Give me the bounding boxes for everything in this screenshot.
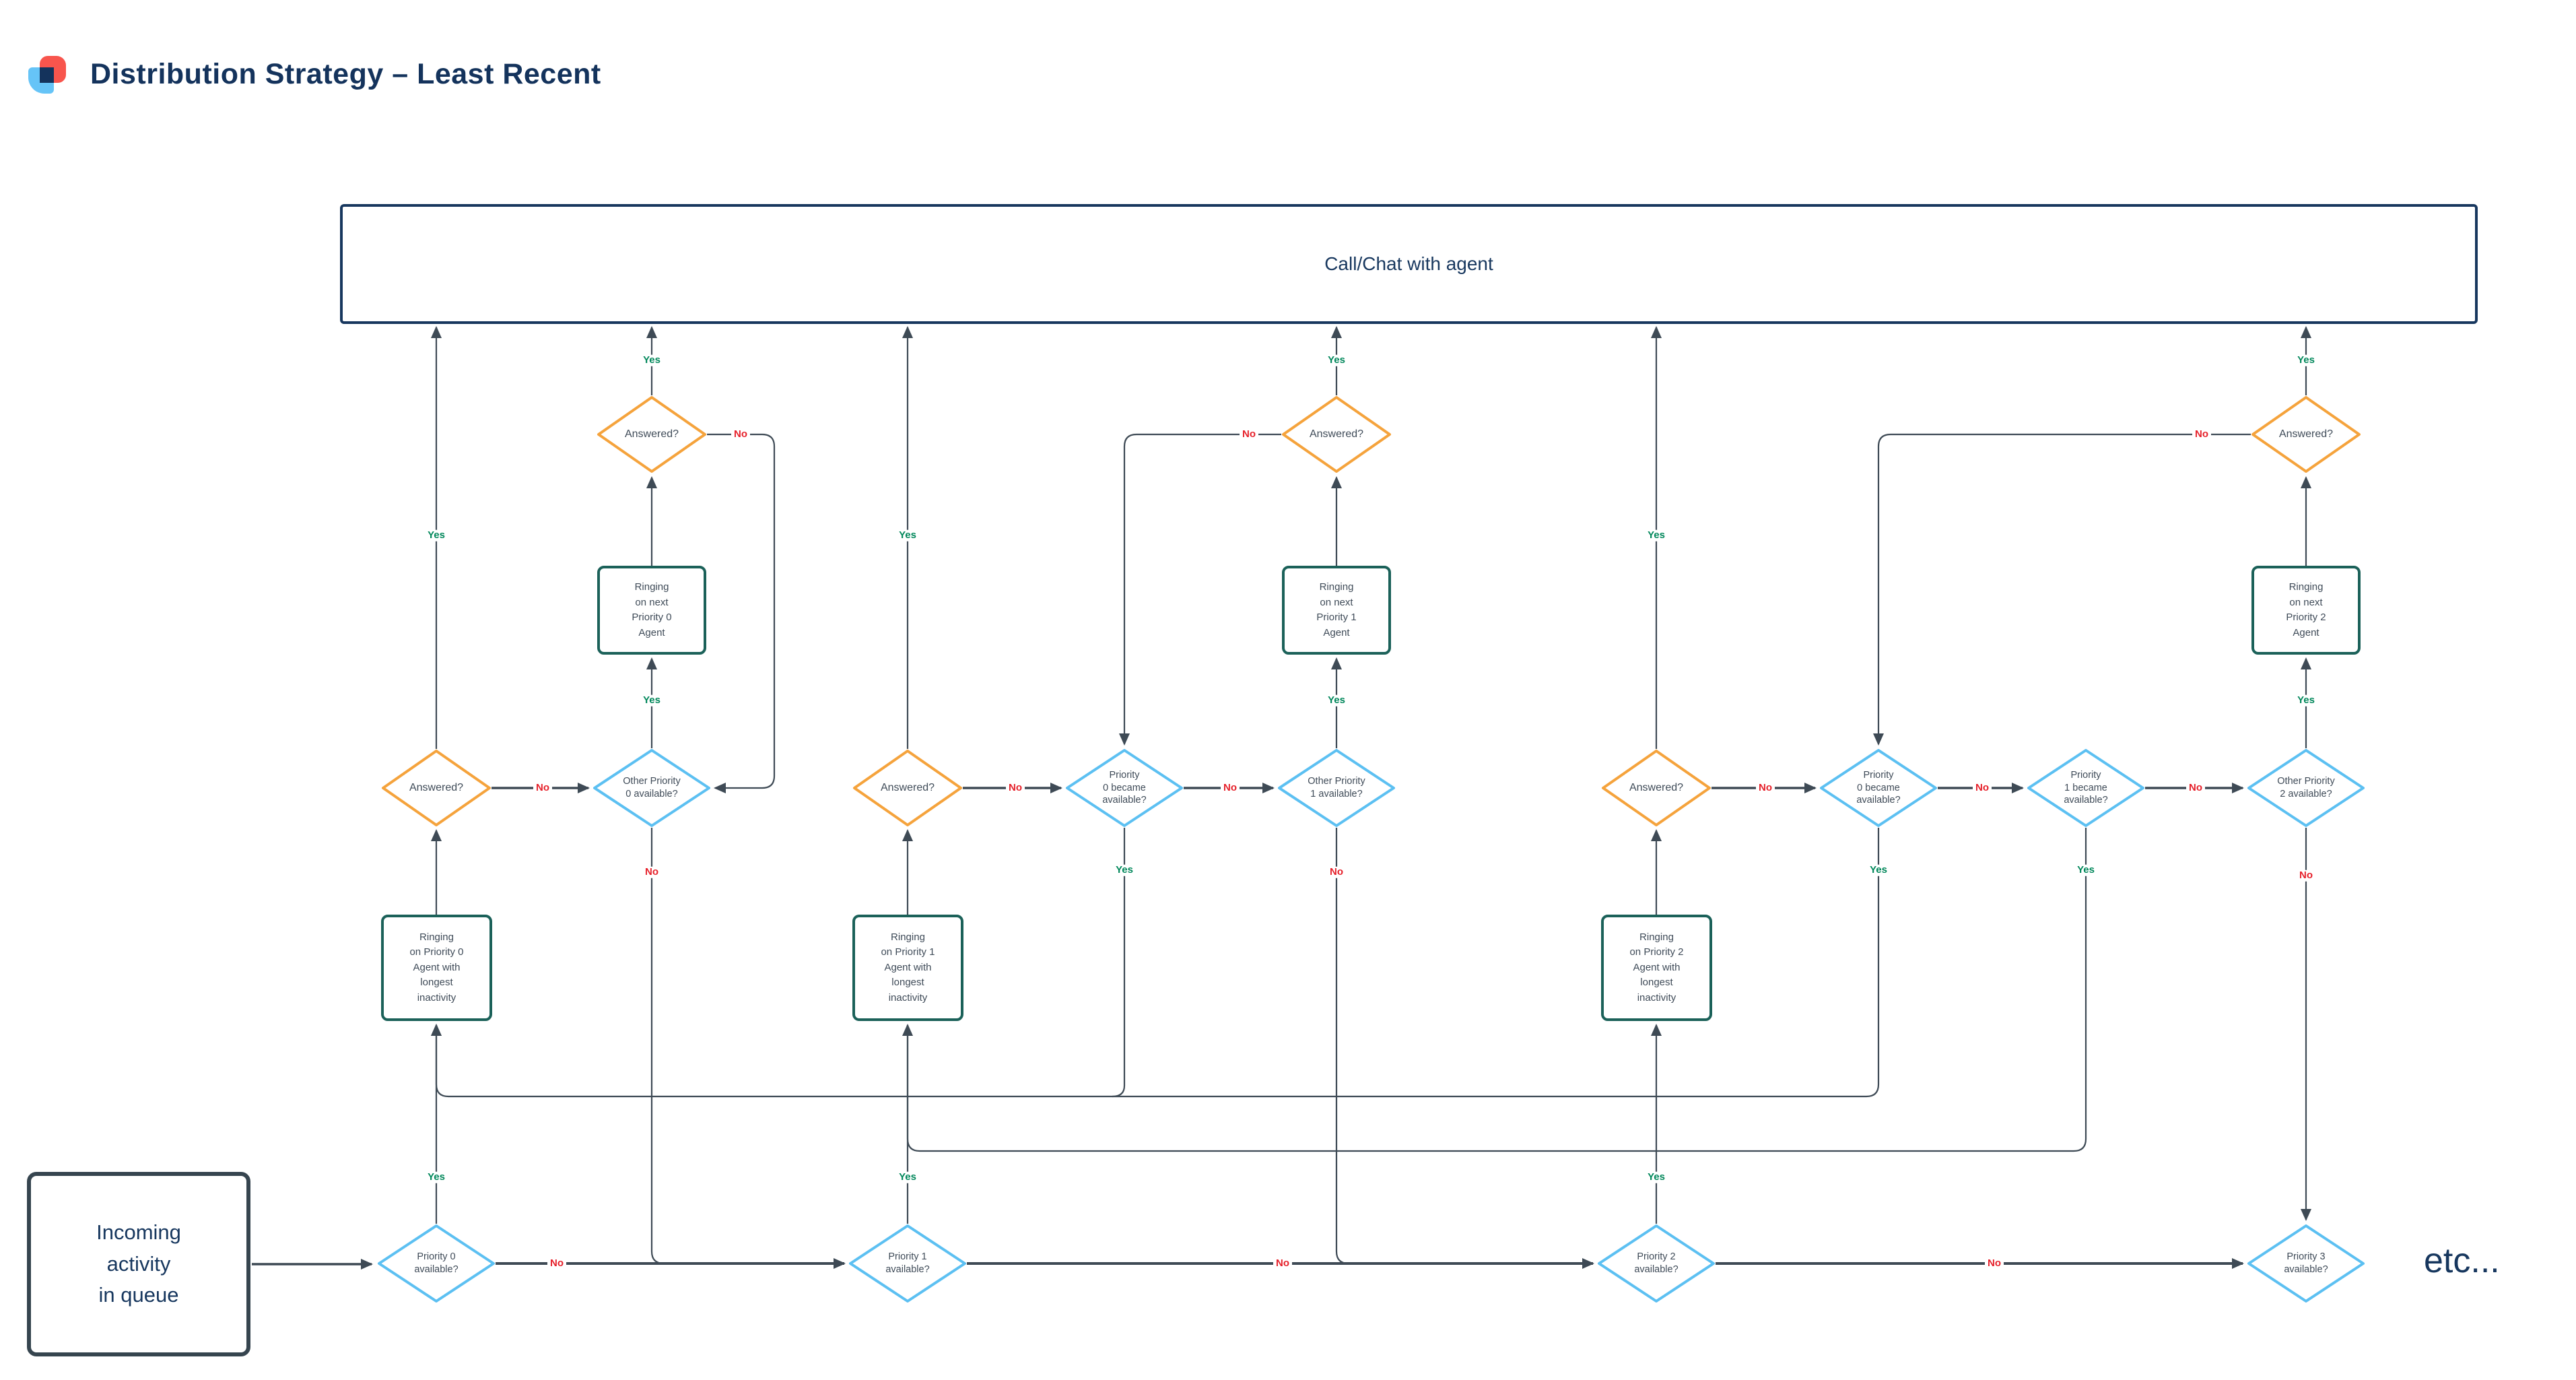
wire-answered-e-no-loop xyxy=(1119,433,1281,746)
edge-label-no: No xyxy=(731,428,750,440)
edge-label-no: No xyxy=(1240,428,1258,440)
edge-label-yes: Yes xyxy=(1325,694,1348,707)
edge-label-no: No xyxy=(1273,1257,1292,1270)
edge-label-no: No xyxy=(1221,782,1240,794)
decision-other-priority-0-available: Other Priority 0 available? xyxy=(592,748,711,828)
decision-priority-1-available: Priority 1 available? xyxy=(848,1224,967,1303)
ringing-next-priority-1-box: Ringing on next Priority 1 Agent xyxy=(1282,566,1391,655)
wire-otherp0-no-down xyxy=(650,828,665,1265)
call-chat-label: Call/Chat with agent xyxy=(1324,253,1493,274)
edge-label-yes: Yes xyxy=(1325,354,1348,366)
decision-priority-1-became-available: Priority 1 became available? xyxy=(2027,748,2145,828)
wire-answered-b-no-loop xyxy=(707,433,776,793)
edge-label-no: No xyxy=(2297,869,2315,882)
page-title: Distribution Strategy – Least Recent xyxy=(90,58,601,90)
incoming-activity-label: Incoming activity in queue xyxy=(96,1220,181,1307)
edge-label-no: No xyxy=(1006,782,1025,794)
decision-answered-mid-2: Answered? xyxy=(1601,749,1711,827)
edge-label-yes: Yes xyxy=(896,529,919,541)
edge-label-yes: Yes xyxy=(425,529,448,541)
incoming-activity-box: Incoming activity in queue xyxy=(27,1172,250,1356)
edge-label-yes: Yes xyxy=(2074,864,2097,876)
ringing-longest-priority-0-box: Ringing on Priority 0 Agent with longest… xyxy=(381,915,492,1021)
edge-label-yes: Yes xyxy=(2295,354,2317,366)
edge-label-no: No xyxy=(1756,782,1775,794)
decision-other-priority-1-available: Other Priority 1 available? xyxy=(1277,748,1396,828)
wire-bus1-p1-became xyxy=(906,828,2087,1152)
brand-logo-icon xyxy=(28,56,67,94)
wire-d-yes-merge xyxy=(1112,828,1126,1098)
edge-label-yes: Yes xyxy=(425,1171,448,1183)
decision-priority-0-available: Priority 0 available? xyxy=(377,1224,496,1303)
edge-label-no: No xyxy=(1327,866,1346,878)
decision-answered-top-1: Answered? xyxy=(1281,395,1392,473)
edge-label-yes: Yes xyxy=(640,694,663,707)
edge-label-yes: Yes xyxy=(896,1171,919,1183)
wire-bus0-p0-became xyxy=(431,828,1880,1098)
logo-navy-shape xyxy=(40,67,54,83)
decision-answered-mid-0: Answered? xyxy=(381,749,492,827)
decision-priority-3-available: Priority 3 available? xyxy=(2247,1224,2365,1303)
wire-answered-i-no-loop xyxy=(1873,433,2251,746)
ringing-next-priority-0-box: Ringing on next Priority 0 Agent xyxy=(597,566,706,655)
edge-label-no: No xyxy=(642,866,661,878)
etc-text: etc... xyxy=(2424,1241,2500,1280)
edge-label-no: No xyxy=(1985,1257,2004,1270)
decision-priority-0-became-available-g3: Priority 0 became available? xyxy=(1819,748,1938,828)
ringing-longest-priority-1-box: Ringing on Priority 1 Agent with longest… xyxy=(852,915,963,1021)
edge-label-no: No xyxy=(2192,428,2211,440)
decision-priority-2-available: Priority 2 available? xyxy=(1597,1224,1716,1303)
edge-label-yes: Yes xyxy=(1645,529,1668,541)
edge-label-no: No xyxy=(2186,782,2205,794)
edge-label-no: No xyxy=(533,782,552,794)
edge-label-yes: Yes xyxy=(1113,864,1136,876)
ringing-longest-priority-2-box: Ringing on Priority 2 Agent with longest… xyxy=(1601,915,1712,1021)
call-chat-with-agent-box: Call/Chat with agent xyxy=(340,204,2478,324)
edge-label-yes: Yes xyxy=(640,354,663,366)
edge-label-no: No xyxy=(1973,782,1992,794)
wire-otherp1-no-down xyxy=(1335,828,1349,1265)
decision-other-priority-2-available: Other Priority 2 available? xyxy=(2247,748,2365,828)
decision-answered-top-0: Answered? xyxy=(597,395,707,473)
decision-priority-0-became-available-g2: Priority 0 became available? xyxy=(1065,748,1184,828)
edge-label-yes: Yes xyxy=(1645,1171,1668,1183)
edge-label-yes: Yes xyxy=(2295,694,2317,707)
ringing-next-priority-2-box: Ringing on next Priority 2 Agent xyxy=(2251,566,2361,655)
decision-answered-mid-1: Answered? xyxy=(852,749,963,827)
edge-label-no: No xyxy=(547,1257,566,1270)
edge-label-yes: Yes xyxy=(1867,864,1890,876)
decision-answered-top-2: Answered? xyxy=(2251,395,2361,473)
